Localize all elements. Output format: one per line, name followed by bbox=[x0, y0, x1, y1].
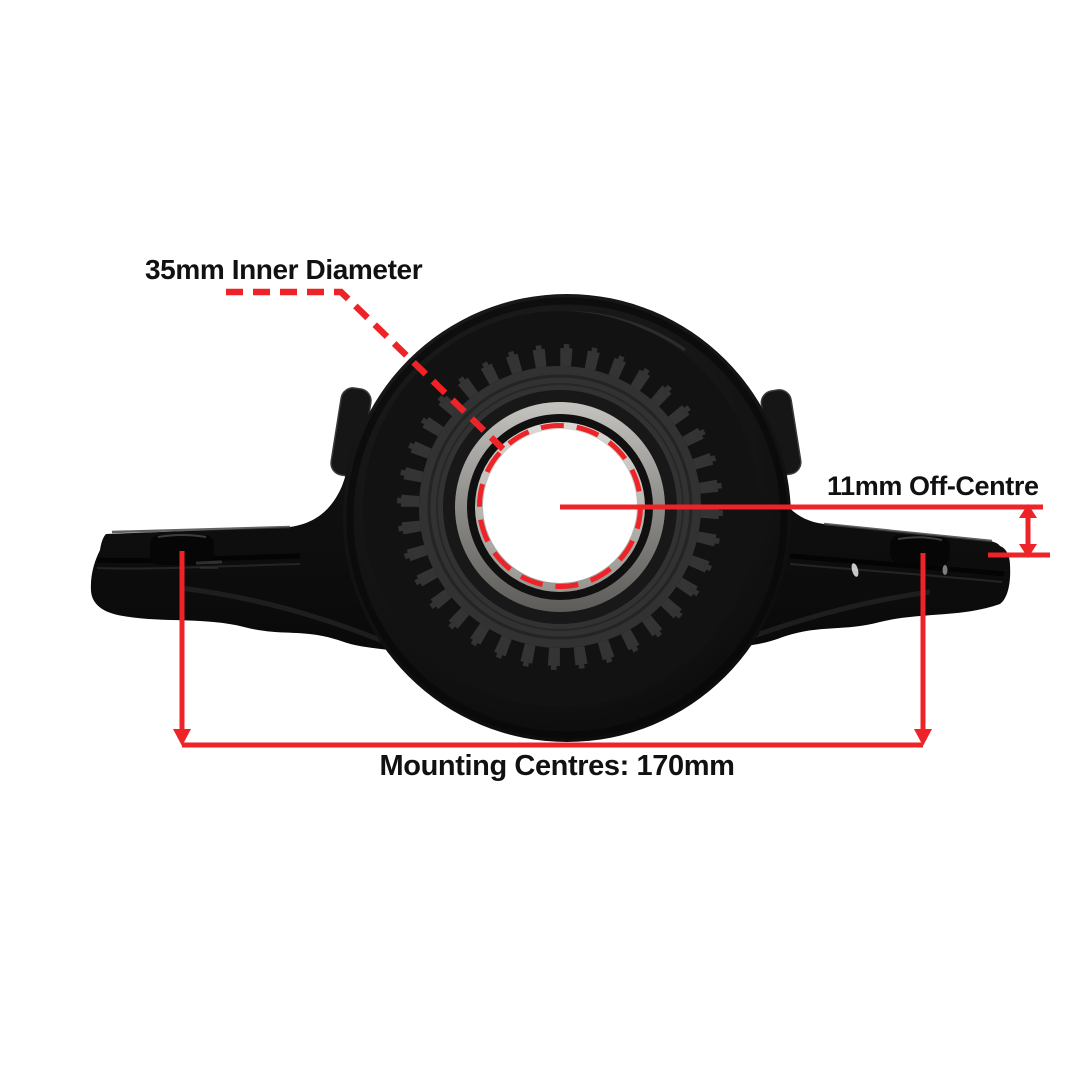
pad-scratch-mark bbox=[200, 567, 218, 569]
pad-scratch-mark bbox=[195, 560, 223, 565]
left-mounting-slot bbox=[150, 535, 214, 565]
reflection-speck bbox=[942, 565, 948, 575]
reflection-speck bbox=[851, 563, 859, 577]
left-slot-rim-highlight bbox=[157, 534, 207, 538]
inner-diameter-label: 35mm Inner Diameter bbox=[145, 254, 423, 285]
right-bracket-plate-seam bbox=[789, 553, 1005, 577]
right-mounting-slot bbox=[889, 534, 951, 566]
off-centre-label: 11mm Off-Centre bbox=[827, 471, 1039, 501]
right-slot-rim-highlight bbox=[897, 536, 943, 541]
inner-diameter-leader-line bbox=[226, 288, 506, 452]
bearing-illustration bbox=[90, 294, 1011, 742]
off-centre-arrowhead-up bbox=[1019, 504, 1037, 518]
right-bracket-seam-highlight bbox=[789, 563, 1003, 583]
right-extension-arrowhead bbox=[914, 729, 932, 746]
mounting-centres-label: Mounting Centres: 170mm bbox=[379, 750, 735, 782]
left-pad-edge-highlight bbox=[111, 525, 291, 534]
right-pad-edge-highlight bbox=[823, 522, 993, 543]
left-extension-arrowhead bbox=[173, 729, 191, 746]
dimension-annotations bbox=[173, 288, 1050, 748]
off-centre-arrowhead-down bbox=[1019, 544, 1037, 558]
housing-outer-rim bbox=[346, 297, 788, 739]
left-bracket-seam-highlight bbox=[96, 563, 301, 570]
